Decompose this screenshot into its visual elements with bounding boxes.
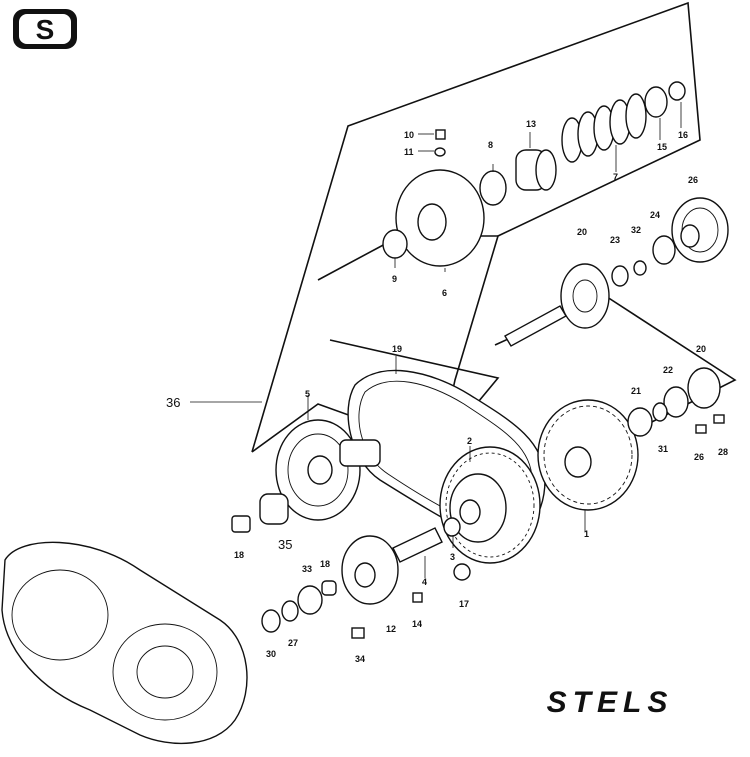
nut-17: [453, 563, 471, 581]
bolt-34: [351, 627, 365, 639]
callout-10: 10: [404, 130, 414, 140]
callout-22: 22: [663, 365, 673, 375]
bolt-26: [695, 424, 707, 434]
circlip-22: [663, 386, 689, 418]
seal-30: [261, 609, 281, 633]
callout-2: 2: [467, 436, 472, 446]
seat-15: [644, 86, 668, 118]
callout-18b: 18: [320, 559, 330, 569]
washer-11: [434, 147, 446, 157]
clutch-assembly-2: [439, 446, 541, 564]
callout-9: 9: [392, 274, 397, 284]
callout-30: 30: [266, 649, 276, 659]
callout-11: 11: [404, 147, 414, 157]
bushing-18: [231, 515, 251, 533]
callout-28: 28: [718, 447, 728, 457]
callout-32: 32: [631, 225, 641, 235]
bushing-13: [515, 149, 557, 191]
callout-5: 5: [305, 389, 310, 399]
callout-18a: 18: [234, 550, 244, 560]
movable-sheave: [395, 169, 485, 267]
driven-pulley-1: [537, 399, 639, 511]
callout-36: 36: [166, 395, 180, 410]
ramp-plate-12: [341, 535, 399, 605]
washer-9: [382, 229, 408, 259]
bearing-27: [281, 600, 299, 622]
callout-14: 14: [412, 619, 422, 629]
callout-3: 3: [450, 552, 455, 562]
bolt-14: [412, 592, 423, 603]
callout-12: 12: [386, 624, 396, 634]
brand-wordmark: STELS: [547, 686, 674, 719]
nut-16: [668, 81, 686, 101]
callout-4: 4: [422, 577, 427, 587]
callout-23: 23: [610, 235, 620, 245]
callout-15: 15: [657, 142, 667, 152]
crankcase-cover: [1, 541, 248, 745]
callout-13: 13: [526, 119, 536, 129]
logo-letter: S: [36, 14, 55, 45]
callout-1: 1: [584, 529, 589, 539]
bearing-21: [627, 407, 653, 437]
seal-32: [633, 260, 647, 276]
callout-7: 7: [613, 172, 618, 182]
roller-16: [321, 580, 337, 596]
bolt-10: [435, 129, 446, 140]
callout-8: 8: [488, 140, 493, 150]
bolt-28: [713, 414, 725, 424]
callout-26a: 26: [688, 175, 698, 185]
callout-24: 24: [650, 210, 660, 220]
bearing-29: [687, 367, 721, 409]
callout-33: 33: [302, 564, 312, 574]
drive-face-plate: [275, 419, 381, 521]
collar-35: [259, 493, 289, 525]
callout-34: 34: [355, 654, 365, 664]
bearing-24: [652, 235, 676, 265]
sleeve-4: [392, 527, 443, 563]
callout-20a: 20: [577, 227, 587, 237]
ring-23: [611, 265, 629, 287]
callout-35: 35: [278, 537, 292, 552]
ring-8: [479, 170, 507, 206]
callout-6: 6: [442, 288, 447, 298]
callout-17: 17: [459, 599, 469, 609]
spring-7: [561, 93, 647, 163]
callout-27: 27: [288, 638, 298, 648]
stels-logo-icon: S: [13, 9, 77, 49]
callout-20b: 20: [696, 344, 706, 354]
clutch-bell-gear: [671, 197, 729, 263]
callout-16: 16: [678, 130, 688, 140]
callouts: 36 19 5 2 1 3 4 17 12 14 18 33 18 35 30 …: [166, 119, 728, 664]
callout-26b: 26: [694, 452, 704, 462]
leader-lines: [190, 102, 682, 578]
callout-31: 31: [658, 444, 668, 454]
callout-19: 19: [392, 344, 402, 354]
washer-31: [652, 402, 668, 422]
collar-3: [443, 517, 461, 537]
gasket-33: [297, 585, 323, 615]
driven-shaft-20: [504, 263, 610, 347]
callout-21: 21: [631, 386, 641, 396]
